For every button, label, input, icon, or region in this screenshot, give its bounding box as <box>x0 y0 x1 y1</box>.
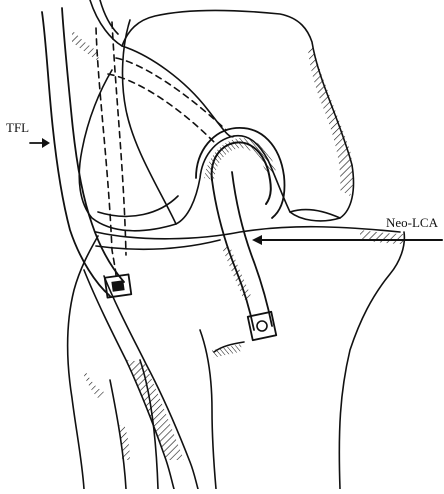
tfl-upper-hatch <box>72 30 100 62</box>
femoral-tunnel-dashed <box>108 74 214 142</box>
femur-condyle-line <box>123 20 176 224</box>
neo-lca-arrowhead <box>252 235 262 245</box>
neo-lca-label: Neo-LCA <box>386 216 438 229</box>
tibia-outline <box>339 232 404 489</box>
joint-line <box>96 240 220 249</box>
tfl-label: TFL <box>6 121 29 134</box>
femur-outline <box>79 0 353 231</box>
femur-lateral-hatch <box>308 42 353 196</box>
graft-hatch <box>222 246 252 300</box>
fibula-hatch <box>118 424 130 460</box>
tibia-side-hatch <box>84 372 104 398</box>
joint-line <box>96 227 400 239</box>
femur-lateral-edge <box>100 0 118 34</box>
notch-hatch <box>204 138 276 180</box>
graft-screw <box>257 321 267 331</box>
femoral-tunnel-dashed <box>96 28 116 276</box>
femur-condyle-line <box>122 46 234 137</box>
neo-lca-graft <box>232 172 272 326</box>
tibia-outline <box>68 236 98 489</box>
femoral-tunnel-dashed <box>116 58 226 130</box>
tfl-staple-fill <box>111 280 124 292</box>
tfl-arrowhead <box>42 138 50 148</box>
